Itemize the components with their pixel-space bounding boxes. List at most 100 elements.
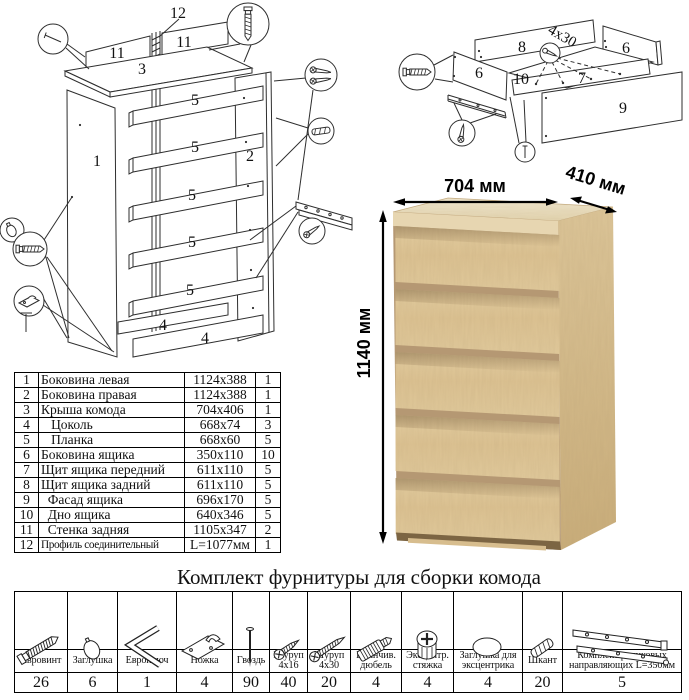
hardware-kit-title: Комплект фурнитуры для сборки комода <box>176 565 541 589</box>
dresser <box>392 197 616 551</box>
screw-pair-icon <box>309 66 332 85</box>
screws-callout-right <box>304 58 338 92</box>
drawer-front-7 <box>511 58 651 96</box>
part-size: L=1077мм <box>184 537 256 553</box>
nail-icon <box>246 626 254 667</box>
top-panel-3 <box>63 46 254 98</box>
drawer-assembly-diagram: 8 6 6 10 7 9 4x30 <box>398 19 683 163</box>
hardware-table: Евровинт Заглушка Евроключ Ножка Гвоздь … <box>14 591 682 693</box>
part-size: 696x170 <box>184 492 256 508</box>
dresser-photo: 704 мм 410 мм 1140 мм <box>354 162 628 551</box>
part-name: Крыша комода <box>38 402 185 418</box>
hardware-icon-cell <box>269 591 308 660</box>
part-size: 1124x388 <box>184 372 256 388</box>
part-label: 11 <box>109 45 124 62</box>
cam-cap-icon <box>472 637 502 656</box>
screw-long-icon <box>309 635 346 662</box>
dowel-position-dots <box>534 72 622 86</box>
leg-icon <box>180 633 226 660</box>
hardware-qty: 40 <box>269 672 308 693</box>
part-label: 2 <box>246 148 254 165</box>
hardware-names-row: Евровинт Заглушка Евроключ Ножка Гвоздь … <box>14 649 682 673</box>
drawers <box>395 226 560 543</box>
part-size: 704x406 <box>184 402 256 418</box>
part-size: 668x74 <box>184 417 256 433</box>
part-number: 11 <box>14 522 39 538</box>
part-number: 6 <box>14 447 39 463</box>
hardware-icon-cell <box>401 591 454 659</box>
dimensions <box>379 196 617 544</box>
nail-icon <box>43 32 62 43</box>
hole-dots <box>452 39 608 138</box>
depth-dimension: 410 мм <box>563 162 628 199</box>
hardware-icon-cell <box>117 591 177 668</box>
part-number: 3 <box>14 402 39 418</box>
part-qty: 1 <box>255 402 281 418</box>
part-name: Боковина левая <box>38 372 185 388</box>
part-label: 5 <box>191 92 199 109</box>
part-label: 5 <box>191 139 199 156</box>
hardware-icon-cell <box>14 591 68 665</box>
hardware-qty: 1 <box>117 672 177 693</box>
part-label: 5 <box>188 187 196 204</box>
euroscrew-icon <box>15 244 45 254</box>
part-label: 3 <box>138 61 146 78</box>
screw-in-dowel-icon <box>356 636 393 662</box>
part-label: 4 <box>159 317 167 334</box>
drawer-side-6-left <box>452 51 508 101</box>
screw-4x30-callout <box>539 42 561 64</box>
part-label: 11 <box>176 34 191 51</box>
wooden-dowel-icon <box>530 637 554 658</box>
screw-icon <box>303 225 321 239</box>
hex-key-icon <box>123 624 162 668</box>
leader-lines <box>41 18 317 353</box>
part-qty: 2 <box>255 522 281 538</box>
part-label: 5 <box>186 282 194 299</box>
part-size: 611x110 <box>184 462 256 478</box>
cap-callout-left <box>0 217 25 243</box>
hardware-qty: 4 <box>176 672 233 693</box>
part-qty: 10 <box>255 447 281 463</box>
dresser-top-grain <box>393 198 613 221</box>
part-label: 8 <box>518 39 526 56</box>
part-size: 1124x388 <box>184 387 256 403</box>
dowel-position-lines <box>535 57 621 85</box>
euroscrew-icon <box>16 635 59 665</box>
slide-profile <box>447 94 507 119</box>
part-number: 12 <box>14 537 39 553</box>
width-dimension: 704 мм <box>444 176 506 196</box>
plinth-boards-4 <box>117 302 264 358</box>
hardware-icon-cell <box>67 591 118 660</box>
hardware-qty: 4 <box>401 672 454 693</box>
dresser-top-edge <box>393 212 558 235</box>
side-panel-1 <box>66 89 118 358</box>
part-qty: 5 <box>255 507 281 523</box>
drawer-facade-9 <box>541 71 683 144</box>
cam-lock-icon <box>416 630 438 659</box>
euroscrew-icon <box>243 6 253 42</box>
part-name: Стенка задняя <box>38 522 185 538</box>
screw-callout-profile <box>448 119 476 147</box>
part-label: 5 <box>188 234 196 251</box>
hardware-qty: 26 <box>14 672 68 693</box>
part-qty: 1 <box>255 387 281 403</box>
screw-icon <box>457 122 465 143</box>
hardware-quantities-row: 26 6 1 4 90 40 20 4 4 4 20 5 <box>14 672 682 693</box>
part-size: 611x110 <box>184 477 256 493</box>
part-qty: 5 <box>255 432 281 448</box>
part-label: 1 <box>93 153 101 170</box>
cap-icon <box>5 221 17 238</box>
part-qty: 1 <box>255 537 281 553</box>
part-number: 8 <box>14 477 39 493</box>
back-panel-11-right <box>161 21 229 56</box>
part-number: 4 <box>14 417 39 433</box>
part-name: Профиль соединительный <box>38 537 185 553</box>
euroscrew-callout-top <box>226 2 270 46</box>
